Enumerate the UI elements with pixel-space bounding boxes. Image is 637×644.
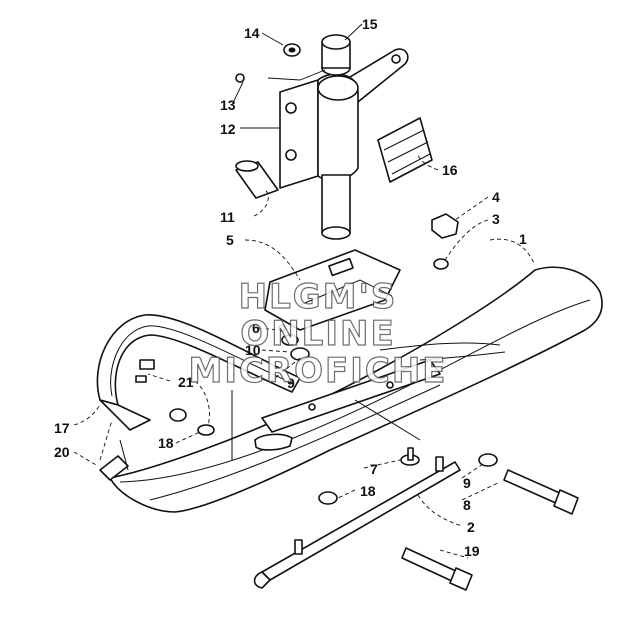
clip-21 xyxy=(135,359,155,383)
bolt-7 xyxy=(400,447,420,466)
ski-saddle xyxy=(264,249,401,331)
watermark-line-2: ONLINE xyxy=(240,314,395,354)
bolt-20 xyxy=(99,455,129,481)
callout-18-front: 18 xyxy=(158,435,174,451)
ski-loop xyxy=(96,314,301,431)
wear-bar xyxy=(253,456,461,589)
callout-labels: 1 2 3 4 5 6 7 8 9 9 10 11 12 13 14 15 16… xyxy=(54,16,527,559)
callout-10: 10 xyxy=(245,342,261,358)
spindle-assembly xyxy=(279,34,409,240)
washer-9 xyxy=(478,453,498,467)
ski xyxy=(109,266,603,513)
bolt-19 xyxy=(401,547,473,591)
watermark-line-3: MICROFICHE xyxy=(188,351,447,391)
callout-17: 17 xyxy=(54,420,70,436)
washer-18-lower xyxy=(318,491,338,505)
callout-13: 13 xyxy=(220,97,236,113)
bolt-8 xyxy=(503,469,579,515)
callout-8: 8 xyxy=(463,497,471,513)
callout-1: 1 xyxy=(519,231,527,247)
callout-15: 15 xyxy=(362,16,378,32)
callout-3: 3 xyxy=(492,211,500,227)
nut xyxy=(431,213,459,270)
callout-9-upper: 9 xyxy=(287,375,295,391)
callout-5: 5 xyxy=(226,232,234,248)
callout-21: 21 xyxy=(178,374,194,390)
callout-11: 11 xyxy=(220,209,235,225)
callout-18-lower: 18 xyxy=(360,483,376,499)
callout-6: 6 xyxy=(252,320,260,336)
decal xyxy=(377,117,433,183)
leader-lines xyxy=(73,23,536,559)
watermark-line-1: HLGM'S xyxy=(239,277,398,317)
nut-18-front xyxy=(169,408,215,436)
bolt-6-washer-10 xyxy=(278,324,310,361)
callout-7: 7 xyxy=(370,461,378,477)
washer-14 xyxy=(283,43,301,57)
callout-14: 14 xyxy=(244,25,260,41)
callout-2: 2 xyxy=(467,519,475,535)
watermark: HLGM'S ONLINE MICROFICHE xyxy=(188,276,447,391)
nut-13 xyxy=(235,73,245,83)
callout-16: 16 xyxy=(442,162,458,178)
bushing xyxy=(235,160,279,199)
callout-20: 20 xyxy=(54,444,70,460)
callout-12: 12 xyxy=(220,121,236,137)
callout-19: 19 xyxy=(464,543,480,559)
callout-9-lower: 9 xyxy=(463,475,471,491)
callout-4: 4 xyxy=(492,189,500,205)
